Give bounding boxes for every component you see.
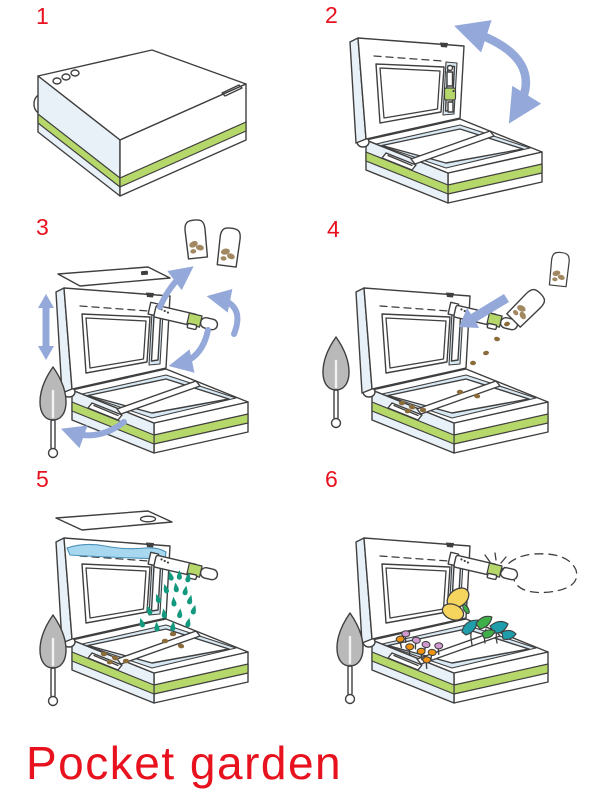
step-4-panel: 4 — [300, 212, 600, 462]
trowel-icon — [335, 611, 365, 705]
seed-packet-icon — [183, 218, 209, 260]
step-6-panel: 6 — [300, 462, 600, 712]
grown-plants — [461, 615, 517, 646]
opened-box-illustration — [349, 20, 543, 204]
top-slot — [221, 84, 243, 97]
water-reservoir — [66, 543, 167, 560]
falling-seeds — [470, 321, 510, 366]
unpacking-illustration — [38, 218, 249, 459]
lifted-cover-sheet — [57, 266, 171, 287]
lift-cover-double-arrow — [38, 294, 54, 360]
pen-rotate-arrow-lower — [168, 327, 211, 373]
grown-garden-illustration — [335, 537, 578, 705]
step-5-panel: 5 — [0, 462, 300, 712]
step-3-number: 3 — [36, 214, 49, 240]
closed-box-illustration — [33, 49, 247, 197]
step-1-panel: 1 — [0, 0, 300, 212]
arrow-to-seed-packets — [157, 266, 194, 310]
stowed-pen-tool — [443, 64, 457, 113]
open-close-rotation-arrow — [454, 20, 542, 124]
butterfly — [441, 587, 470, 621]
pen-rotate-arrow-upper — [206, 289, 241, 337]
trowel-icon — [321, 335, 351, 429]
butterfly-flight-path — [499, 553, 578, 594]
sowing-illustration — [321, 251, 571, 454]
watering-illustration — [38, 510, 249, 707]
step-6-number: 6 — [325, 466, 338, 492]
pour-seeds-arrow — [459, 294, 509, 328]
step-2-number: 2 — [325, 2, 338, 28]
step-5-number: 5 — [36, 466, 49, 492]
step-4-number: 4 — [327, 216, 340, 242]
open-box — [349, 37, 543, 204]
seeds-in-tray — [100, 631, 185, 665]
step-1-number: 1 — [36, 3, 49, 29]
seeds-in-tray — [398, 389, 481, 414]
step-2-panel: 2 — [300, 0, 600, 212]
seed-packet-icon — [548, 251, 571, 288]
flutter-burst-marks — [484, 552, 507, 564]
box-front-green-stripe — [119, 121, 247, 188]
seed-packet-icon — [216, 226, 242, 268]
step-3-panel: 3 — [0, 212, 300, 462]
vent-holes — [52, 69, 80, 85]
page-title: Pocket garden — [26, 737, 343, 789]
remove-trowel-arrow — [60, 419, 127, 449]
floating-cover-sheet — [55, 510, 173, 531]
